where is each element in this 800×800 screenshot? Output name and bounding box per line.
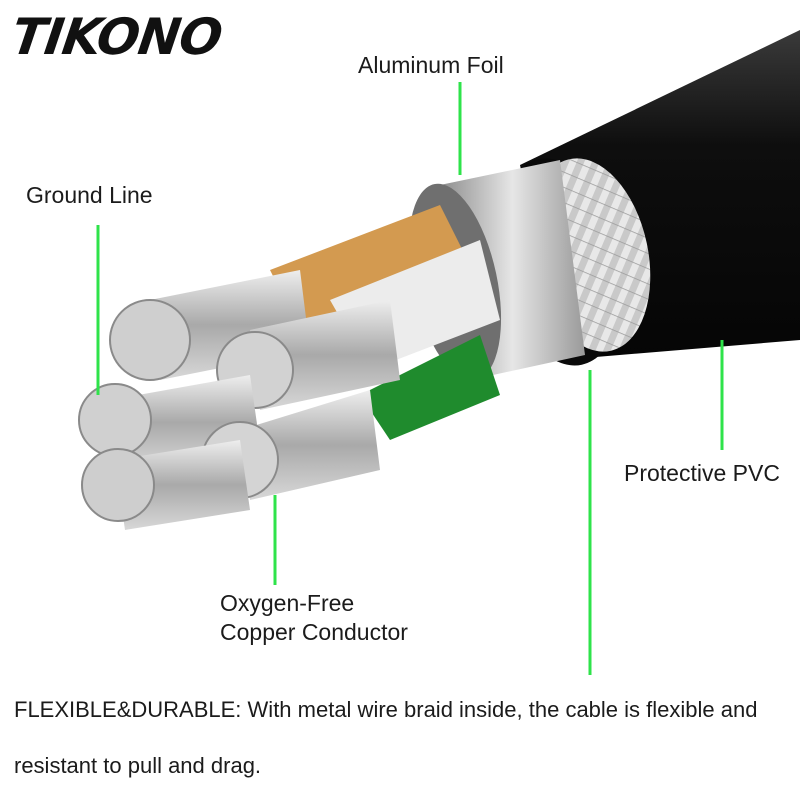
brand-logo: TIKONO (7, 8, 226, 66)
label-aluminum-foil: Aluminum Foil (358, 52, 504, 78)
label-ground-line: Ground Line (26, 182, 153, 208)
label-conductor-line2: Copper Conductor (220, 619, 408, 645)
product-description: FLEXIBLE&DURABLE: With metal wire braid … (14, 697, 758, 778)
label-conductor-line1: Oxygen-Free (220, 590, 355, 616)
label-protective-pvc: Protective PVC (624, 460, 780, 486)
callout-lines (96, 82, 724, 675)
green-insulated-wire (360, 335, 500, 440)
copper-insulated-wire (270, 205, 470, 330)
copper-strand-bundles (78, 270, 400, 530)
